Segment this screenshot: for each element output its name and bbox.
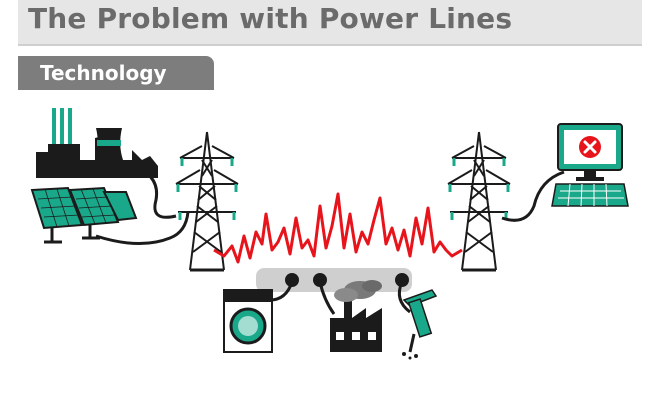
computer-error-icon: [551, 123, 629, 207]
transmission-tower-icon: [175, 131, 239, 272]
washing-machine-icon: [223, 289, 273, 353]
factory-icon: [330, 280, 382, 352]
section-tab-label: Technology: [40, 61, 167, 85]
power-strip: [256, 268, 412, 292]
power-plant-icon: [36, 108, 158, 178]
title-bar: The Problem with Power Lines: [18, 0, 642, 46]
page-title: The Problem with Power Lines: [28, 2, 513, 35]
solar-panel-icon: [30, 186, 138, 244]
noisy-signal-line: [213, 192, 463, 264]
transmission-tower-icon: [447, 131, 511, 272]
section-tab: Technology: [18, 56, 214, 90]
jackhammer-icon: [402, 289, 438, 360]
